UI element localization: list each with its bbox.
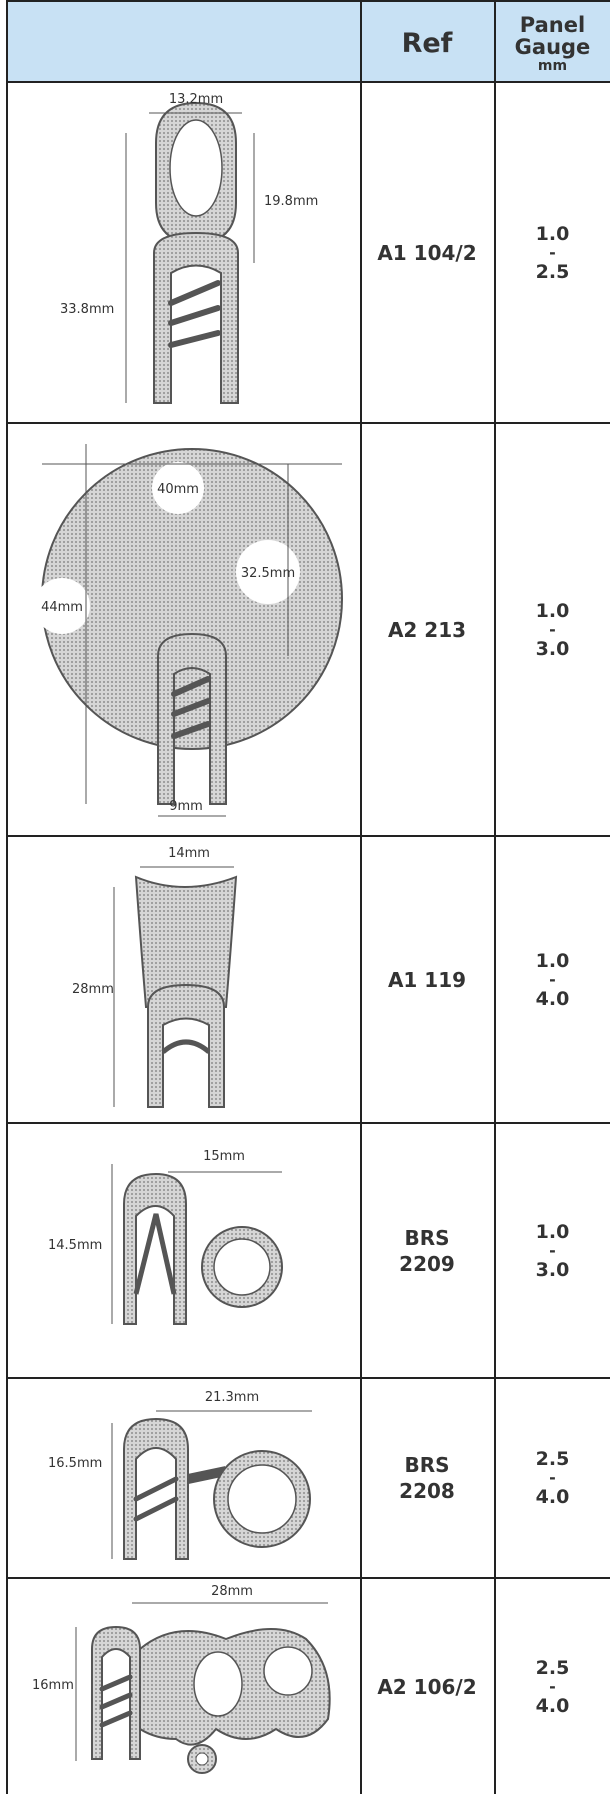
seal-profile-table: Ref Panel Gauge mm 13.2mm [6, 0, 610, 1794]
gauge-cell: 1.0 - 2.5 [495, 83, 610, 422]
gauge-min: 1.0 [535, 1220, 570, 1243]
gauge-max: 3.0 [535, 637, 570, 660]
dim-width: 40mm [157, 482, 199, 497]
table-row: 40mm 32.5mm 44mm 9mm A2 213 1.0 - 3.0 [6, 424, 610, 835]
gauge-cell: 1.0 - 3.0 [495, 1124, 610, 1377]
header-panel-gauge: Panel Gauge mm [495, 2, 610, 85]
ref-code-line1: BRS [404, 1225, 450, 1250]
ref-cell: A2 213 [361, 424, 493, 835]
dim-height-upper: 19.8mm [264, 194, 318, 209]
gauge-separator: - [549, 1240, 556, 1260]
ref-code-line1: BRS [404, 1453, 450, 1477]
gauge-max: 4.0 [535, 1694, 570, 1717]
header-gauge-line1: Panel [519, 12, 586, 37]
gauge-max: 2.5 [535, 260, 570, 283]
profile-drawing-brs-2208: 21.3mm 16.5mm [48, 1390, 312, 1560]
ref-cell: A2 106/2 [361, 1579, 493, 1794]
table-header: Ref Panel Gauge mm [6, 0, 610, 83]
row-separator [6, 1122, 610, 1124]
ref-cell: A1 104/2 [361, 83, 493, 422]
header-ref: Ref [401, 28, 453, 59]
dim-total-height: 33.8mm [60, 302, 114, 317]
dim-width: 15mm [203, 1149, 245, 1164]
table-row: 13.2mm 19.8mm 33.8mm A1 104/2 1.0 - 2.5 [6, 83, 610, 422]
ref-cell: A1 119 [361, 837, 493, 1122]
grid-line-ref [360, 0, 362, 1794]
profile-drawing-brs-2209: 15mm 14.5mm [48, 1149, 283, 1325]
gauge-min: 2.5 [535, 1448, 570, 1470]
gauge-separator: - [549, 1676, 556, 1696]
ref-code: A2 106/2 [377, 1674, 477, 1699]
dim-height: 28mm [72, 982, 114, 997]
profile-drawing-a2-213: 40mm 32.5mm 44mm 9mm [34, 444, 343, 817]
gauge-min: 1.0 [535, 222, 570, 245]
dim-height: 14.5mm [48, 1238, 102, 1253]
gauge-separator: - [549, 1468, 556, 1487]
dim-height: 16mm [32, 1678, 74, 1693]
header-gauge-unit: mm [537, 57, 568, 74]
table-row: 28mm 16mm A2 106/2 2.5 - 4.0 [6, 1579, 610, 1794]
gauge-separator: - [549, 969, 556, 989]
gauge-min: 2.5 [535, 1656, 570, 1679]
ref-code: A1 119 [387, 967, 467, 992]
dim-width: 13.2mm [169, 92, 223, 107]
profile-drawing-a1-104-2: 13.2mm 19.8mm 33.8mm [60, 92, 318, 404]
table-row: 21.3mm 16.5mm BRS 2208 2.5 - 4.0 [6, 1379, 610, 1577]
profile-drawing-a2-106-2: 28mm 16mm [32, 1584, 331, 1774]
grid-line-left [6, 0, 8, 1794]
row-separator [6, 835, 610, 837]
ref-code-line2: 2209 [399, 1251, 455, 1276]
ref-code-line2: 2208 [399, 1479, 455, 1503]
dim-base-width: 9mm [169, 799, 203, 814]
dim-width: 21.3mm [205, 1390, 259, 1405]
gauge-cell: 2.5 - 4.0 [495, 1579, 610, 1794]
table-row: 14mm 28mm A1 119 1.0 - 4.0 [6, 837, 610, 1122]
gauge-max: 3.0 [535, 1258, 570, 1281]
gauge-min: 1.0 [535, 949, 570, 972]
gauge-cell: 1.0 - 3.0 [495, 424, 610, 835]
gauge-separator: - [549, 619, 556, 639]
row-separator [6, 1577, 610, 1579]
dim-total-height: 44mm [41, 600, 83, 615]
grid-line-gauge [494, 0, 496, 1794]
gauge-min: 1.0 [535, 599, 570, 622]
ref-cell: BRS 2209 [361, 1124, 493, 1377]
gauge-separator: - [549, 242, 556, 262]
dim-width: 14mm [168, 846, 210, 861]
header-gauge-line2: Gauge [514, 34, 591, 59]
row-separator [6, 422, 610, 424]
dim-inner-height: 32.5mm [241, 566, 295, 581]
row-separator [6, 1377, 610, 1379]
gauge-max: 4.0 [535, 1486, 570, 1508]
ref-cell: BRS 2208 [361, 1379, 493, 1577]
table-row: 15mm 14.5mm BRS 2209 1.0 - 3.0 [6, 1124, 610, 1377]
dim-width: 28mm [211, 1584, 253, 1599]
profile-drawing-a1-119: 14mm 28mm [72, 846, 238, 1108]
ref-code: A2 213 [387, 617, 467, 642]
ref-code: A1 104/2 [377, 240, 477, 265]
gauge-max: 4.0 [535, 987, 570, 1010]
gauge-cell: 2.5 - 4.0 [495, 1379, 610, 1577]
gauge-cell: 1.0 - 4.0 [495, 837, 610, 1122]
dim-height: 16.5mm [48, 1456, 102, 1471]
